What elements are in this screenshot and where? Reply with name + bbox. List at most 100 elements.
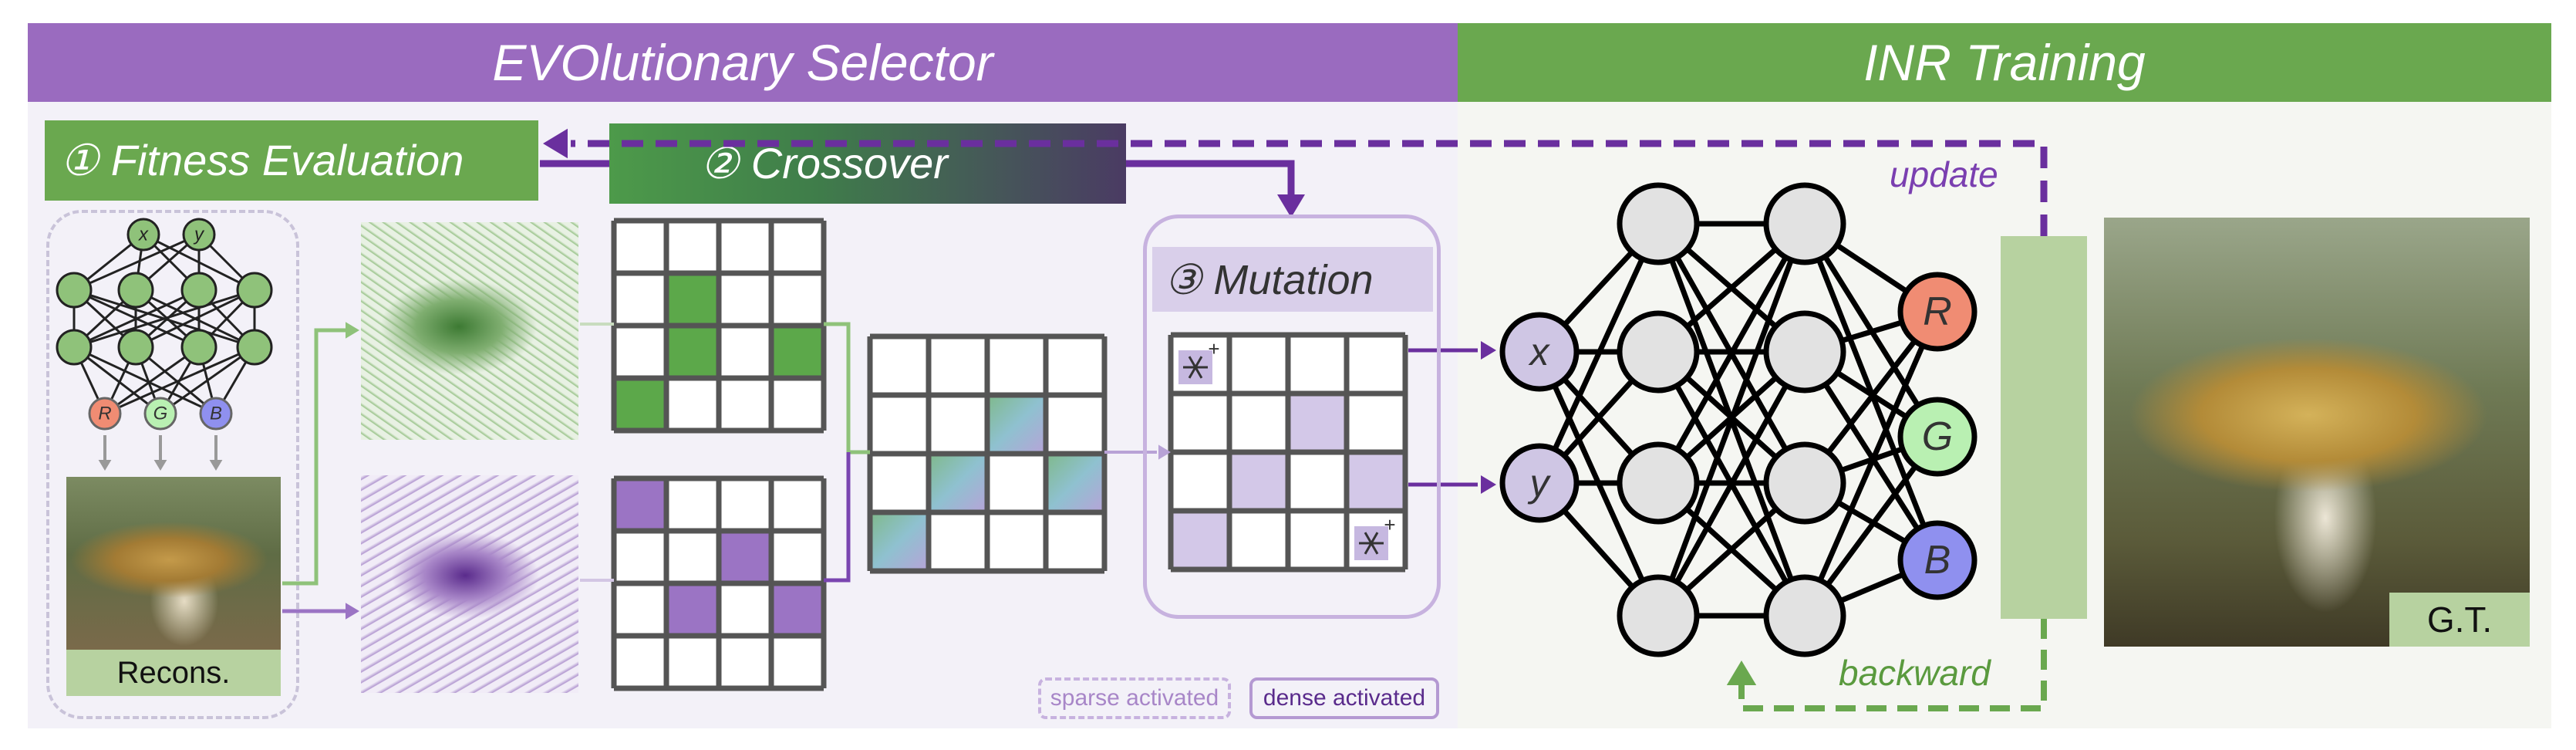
backward-arrow-head <box>1726 660 1757 685</box>
mutation-grid-cell <box>1288 452 1347 511</box>
mini-net-edge <box>73 289 255 349</box>
mutation-icon-spoke <box>1370 532 1379 544</box>
mini-input-node <box>126 218 160 252</box>
mini-output-node <box>199 397 233 431</box>
mutation-icon-spoke <box>1364 542 1373 555</box>
mini-input-node <box>182 218 216 252</box>
mini-net-edge <box>73 233 200 292</box>
purple-mask-grid-cell <box>666 636 719 688</box>
crossover-result-grid-cell <box>929 512 987 571</box>
recons-to-green-map-arrow <box>346 322 359 339</box>
mini-hidden-node <box>56 329 93 366</box>
inr-hidden-node <box>1763 310 1846 394</box>
inr-hidden-node <box>1763 182 1846 265</box>
inr-input-node <box>1499 312 1580 392</box>
ground-truth-image <box>2104 218 2530 647</box>
gt-label: G.T. <box>2426 600 2493 640</box>
recons-label: Recons. <box>116 655 231 690</box>
purple-mask-grid-cell <box>614 531 666 583</box>
inr-hidden-node <box>1617 310 1700 394</box>
model-dashed-box <box>46 210 299 719</box>
purple-mask-grid-cell <box>719 531 771 583</box>
backward-label: backward <box>1839 650 1991 696</box>
inr-output-node <box>1897 397 1978 477</box>
crossover-to-mutation-arrow <box>1158 444 1171 460</box>
green-mask-grid-cell <box>719 378 771 431</box>
inr-hidden-node <box>1763 574 1846 657</box>
green-mask-grid-cell <box>771 378 824 431</box>
mutation-to-x-arrow <box>1481 341 1496 360</box>
purple-mask-grid-cell <box>771 531 824 583</box>
mutation-grid-cell <box>1288 335 1347 394</box>
green-mask-grid-cell <box>666 326 719 378</box>
mini-output-node <box>143 397 177 431</box>
mutation-grid-cell <box>1171 394 1229 452</box>
crossover-down-to-mutation-line <box>1126 160 1295 196</box>
crossover-result-grid-cell <box>870 395 929 454</box>
fitness-evaluation-label: ① Fitness Evaluation <box>45 120 538 201</box>
mutation-icon-spoke <box>1188 367 1197 379</box>
purple-mask-grid-cell <box>614 583 666 636</box>
mutation-icon-plus: + <box>1384 513 1395 536</box>
update-label: update <box>1890 151 1998 198</box>
mini-hidden-node <box>236 272 273 309</box>
mini-output-label: G <box>153 404 168 424</box>
purple-mask-grid-cell <box>719 478 771 531</box>
mini-hidden-node <box>180 329 217 366</box>
purple-grid-to-crossover-line <box>824 452 851 583</box>
legend-dense: dense activated <box>1249 677 1439 719</box>
green-mask-grid-cell <box>666 221 719 273</box>
mutation-grid-cell <box>1229 335 1288 394</box>
purple-mask-grid-cell <box>666 583 719 636</box>
green-sparse-map <box>361 222 578 440</box>
legend-dense-text: dense activated <box>1263 685 1426 711</box>
mini-net-edge <box>73 289 200 349</box>
mutation-icon-spoke <box>1370 542 1379 555</box>
backward-text: backward <box>1839 653 1991 693</box>
mini-net-edge <box>135 289 255 349</box>
green-grid-to-crossover-line <box>824 322 870 454</box>
inr-edge <box>1536 222 1661 485</box>
purple-mask-grid-cell <box>666 531 719 583</box>
mutation-grid-cell <box>1171 452 1229 511</box>
inr-edge <box>1655 222 1808 485</box>
inr-output-label: G <box>1922 414 1953 459</box>
inr-hidden-node <box>1617 441 1700 525</box>
crossover-result-grid-cell <box>1046 395 1104 454</box>
crossover-result-grid-cell <box>987 395 1046 454</box>
mutation-grid-cell <box>1171 511 1229 569</box>
crossover-result-grid-cell <box>987 336 1046 395</box>
mutation-icon-plus: + <box>1208 337 1219 360</box>
crossover-result-grid-cell <box>987 512 1046 571</box>
crossover-result-grid-cell <box>1046 336 1104 395</box>
update-arrow-head <box>543 128 568 159</box>
legend-sparse-text: sparse activated <box>1050 685 1219 711</box>
mutation-grid-cell <box>1288 511 1347 569</box>
inr-hidden-node <box>1763 441 1846 525</box>
purple-sparse-map <box>361 475 578 693</box>
mini-hidden-node <box>56 272 93 309</box>
mutation-grid-cell <box>1229 511 1288 569</box>
mutation-grid-cell <box>1288 394 1347 452</box>
green-mask-grid-cell <box>719 273 771 326</box>
recons-to-green-map-line <box>282 328 346 586</box>
inr-input-label: y <box>1528 461 1552 505</box>
reconstruction-image <box>66 477 281 650</box>
inr-hidden-node <box>1617 574 1700 657</box>
mini-net-edge <box>104 346 200 415</box>
green-mask-grid-cell <box>666 273 719 326</box>
purple-mask-grid-cell <box>614 636 666 688</box>
fitness-evaluation-text: ① Fitness Evaluation <box>60 136 464 184</box>
green-mask-grid-cell <box>719 326 771 378</box>
purple-mask-grid-cell <box>719 636 771 688</box>
mini-net-edge <box>160 346 255 415</box>
mutation-icon-spoke <box>1188 356 1197 368</box>
green-mask-grid-cell <box>614 378 666 431</box>
crossover-result-grid-cell <box>929 454 987 512</box>
mini-hidden-node <box>117 329 154 366</box>
inr-output-node <box>1897 272 1978 352</box>
inr-hidden-node <box>1617 182 1700 265</box>
mini-output-label: B <box>210 404 222 424</box>
crossover-result-grid-cell <box>870 454 929 512</box>
